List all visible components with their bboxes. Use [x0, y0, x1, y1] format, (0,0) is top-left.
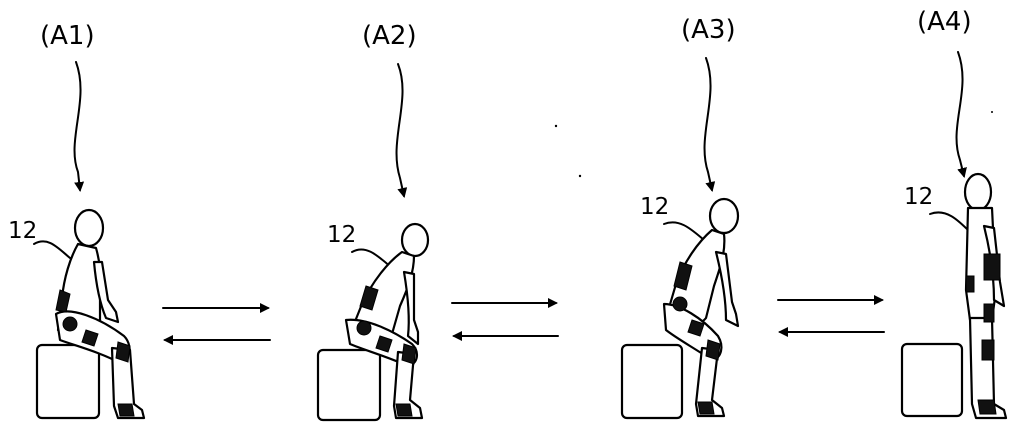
- stage-a1-arm: [92, 260, 120, 324]
- stage-a1-seat-box: [35, 343, 101, 420]
- stage-a3: (A3) 12: [620, 15, 740, 420]
- stage-a1-hip-joint: [62, 316, 78, 332]
- stage-a1-pointer-arrow: [73, 61, 85, 192]
- stage-a1-person: [54, 208, 146, 420]
- stage-a3-hip-actuator: [673, 261, 693, 291]
- stage-a4-thigh-pad: [983, 303, 995, 323]
- stage-a2-ref-numeral: 12: [327, 222, 356, 248]
- stage-a2-ankle-pad: [395, 403, 413, 417]
- stage-a3-pointer-arrow: [703, 57, 716, 192]
- stage-a1: (A1) 12: [8, 21, 146, 420]
- transition-arrows-1: [162, 303, 271, 345]
- stage-a1-thigh-pad: [81, 329, 99, 347]
- transition-arrows-2: [451, 298, 559, 341]
- scan-speck: [991, 111, 993, 113]
- stage-a3-seat-box: [620, 343, 684, 420]
- stage-a4-knee-actuator: [981, 339, 995, 361]
- stage-a1-ankle-pad: [117, 403, 135, 417]
- stage-a4-legs: [968, 316, 1008, 420]
- stage-a2-thigh-pad: [375, 335, 393, 353]
- stage-a4-ankle-pad: [977, 399, 997, 415]
- stage-a4-person: [963, 172, 1008, 420]
- stage-a2-person: [344, 222, 430, 420]
- stage-a3-ref-numeral: 12: [640, 194, 669, 220]
- scan-speck: [554, 124, 558, 128]
- stage-a1-shank: [110, 346, 146, 420]
- stage-a3-leader-line: [663, 221, 705, 241]
- stage-a3-hip-joint: [672, 296, 688, 312]
- stage-a2-pointer-arrow: [395, 63, 408, 198]
- stage-a4-leader-line: [929, 211, 971, 233]
- stage-a4-head: [963, 172, 993, 212]
- stage-a1-knee-actuator: [115, 341, 131, 363]
- stage-a1-head: [73, 208, 105, 248]
- stage-a2-arm: [402, 270, 420, 346]
- stage-a3-person: [662, 197, 740, 418]
- stage-a2-head: [400, 222, 430, 258]
- stage-a2-label: (A2): [362, 21, 417, 51]
- stage-a1-ref-numeral: 12: [8, 218, 37, 244]
- stage-a3-knee-actuator: [705, 339, 721, 361]
- transition-arrows-3: [777, 295, 885, 337]
- stage-a1-hip-actuator: [55, 289, 71, 313]
- stage-a3-arm: [714, 250, 740, 328]
- stage-a3-head: [708, 197, 740, 235]
- stage-a4-seat-box: [900, 342, 964, 418]
- stage-a4-ref-numeral: 12: [904, 184, 933, 210]
- stage-a3-ankle-pad: [697, 401, 715, 415]
- stage-a4-hip-joint: [965, 275, 975, 293]
- stage-a2-knee-actuator: [401, 343, 417, 365]
- stage-a1-label: (A1): [40, 21, 95, 51]
- stage-a4-hip-actuator: [983, 253, 1001, 281]
- stage-a1-leader-line: [33, 240, 71, 259]
- stage-a4-pointer-arrow: [955, 51, 967, 178]
- stage-a3-thigh-pad: [687, 319, 705, 337]
- stage-a4-label: (A4): [917, 7, 972, 37]
- stage-a3-label: (A3): [681, 15, 736, 45]
- stage-a2-hip-joint: [356, 320, 372, 336]
- stage-a4: (A4) 12: [900, 7, 1008, 420]
- stage-a2-hip-actuator: [359, 285, 379, 311]
- stage-a2-seat-box: [316, 348, 382, 422]
- scan-speck: [578, 174, 582, 178]
- stage-a2: (A2) 12: [316, 21, 430, 422]
